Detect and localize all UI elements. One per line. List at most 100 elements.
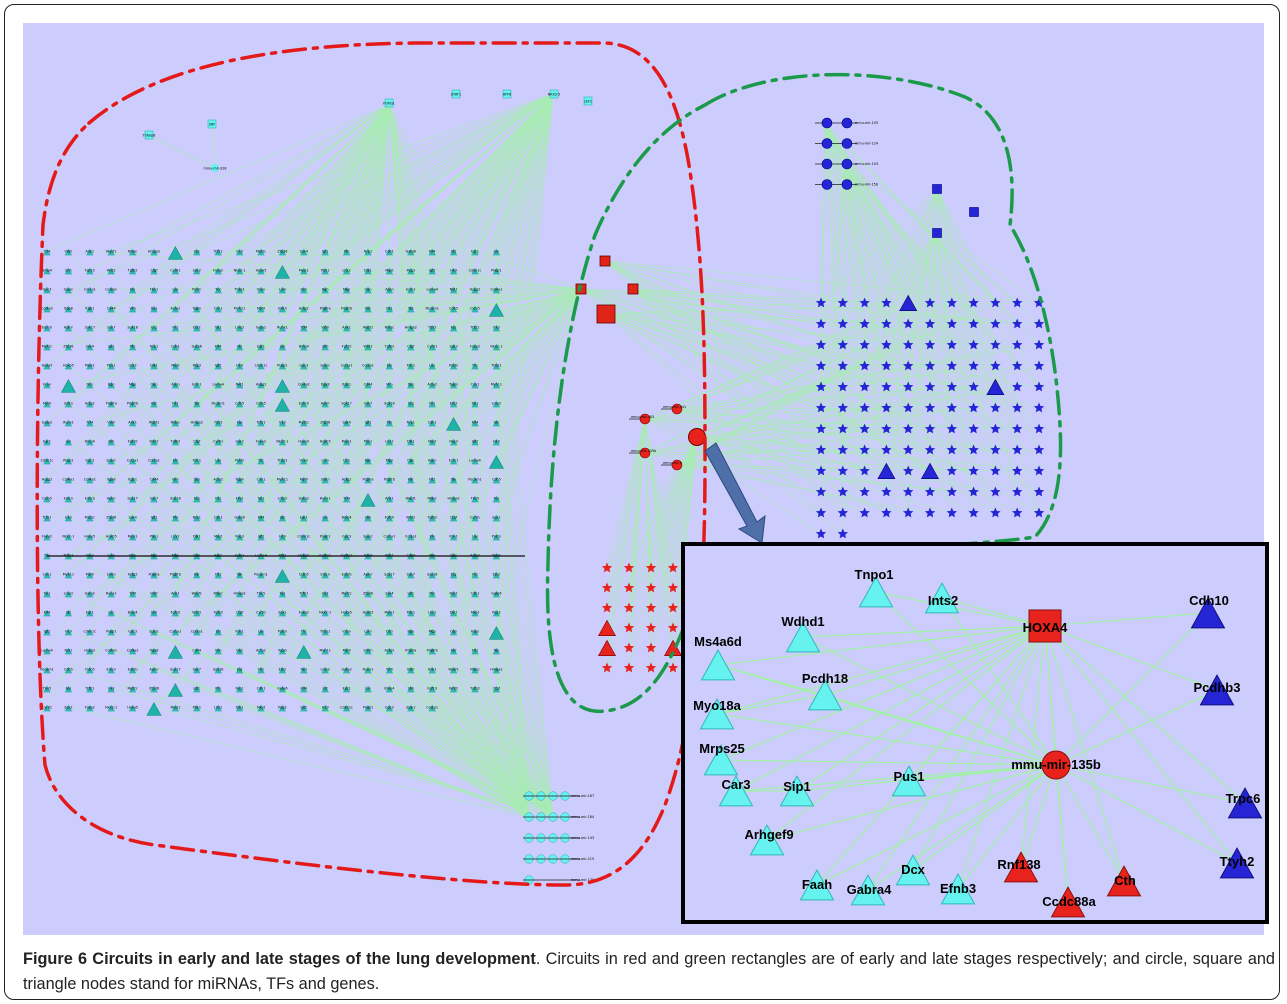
gene-node	[859, 507, 870, 518]
gene-node	[364, 286, 372, 294]
gene-node	[171, 267, 180, 275]
gene-node	[968, 465, 979, 476]
gene-node	[385, 248, 394, 256]
top-node-label: LEF1	[584, 100, 592, 104]
gene-node	[946, 360, 957, 371]
gene-node	[492, 419, 501, 427]
gene-node	[428, 685, 436, 693]
gene-node-label: Meis1	[384, 611, 394, 615]
gene-node-label: Gpc3	[299, 364, 308, 368]
gene-node-label: Tcf21	[256, 421, 266, 425]
gene-node-label: Igf2	[215, 364, 222, 368]
gene-node-label: Foxa2	[42, 535, 52, 539]
gene-node	[43, 419, 51, 427]
caption-title: Figure 6 Circuits in early and late stag…	[23, 950, 536, 968]
gene-node	[407, 609, 415, 617]
gene-node	[193, 286, 201, 294]
gene-node	[471, 666, 479, 674]
gene-node	[193, 248, 201, 256]
gene-node	[449, 324, 458, 332]
gene-node	[924, 360, 936, 371]
gene-node	[43, 628, 51, 636]
gene-node-label: Myh11	[277, 478, 288, 482]
gene-node-label: Tek	[450, 478, 457, 482]
gene-node-label: Cdkn1c	[41, 459, 54, 463]
gene-node-label: Jun	[322, 516, 328, 520]
tf-node	[599, 255, 611, 267]
gene-node-label: Thbs1	[319, 630, 330, 634]
gene-node	[171, 704, 180, 712]
gene-node-label: Klf4	[472, 421, 479, 425]
gene-node	[235, 248, 244, 256]
gene-node-label: Hoxa5	[84, 535, 95, 539]
gene-node	[492, 666, 501, 674]
gene-node	[43, 685, 51, 693]
gene-node	[946, 486, 957, 497]
gene-node-label: H19	[236, 364, 243, 368]
inset-edge	[716, 713, 1057, 766]
gene-node	[150, 590, 158, 598]
gene-node	[193, 476, 201, 484]
gene-node-label: Cyr61	[470, 516, 480, 520]
gene-node	[471, 438, 479, 446]
node-label-hoxa4: HOXA4	[1023, 620, 1069, 635]
gene-node-label: Lmo2	[492, 402, 501, 406]
mirna-node	[841, 117, 853, 129]
gene-node	[407, 438, 415, 446]
gene-node	[300, 495, 308, 503]
gene-node-label: Sox2	[449, 345, 457, 349]
gene-node	[449, 438, 458, 446]
gene-node	[385, 590, 394, 598]
gene-node	[321, 609, 329, 617]
tf-node	[932, 228, 942, 238]
gene-node-label: Igf2	[429, 269, 436, 273]
gene-node-label: Actg2	[128, 573, 138, 577]
gene-node	[64, 305, 73, 313]
node-arhgef9-triangle	[749, 824, 785, 856]
gene-node	[300, 419, 308, 427]
gene-node-label: Itga8	[107, 478, 116, 482]
gene-node	[128, 362, 137, 370]
gene-node	[990, 318, 1001, 329]
gene-node	[86, 438, 94, 446]
gene-node-label: Col4a2	[127, 649, 139, 653]
gene-node	[64, 628, 73, 636]
gene-node	[990, 339, 1001, 350]
gene-node	[300, 324, 308, 332]
gene-node	[86, 400, 94, 408]
gene-node	[1012, 402, 1023, 413]
gene-node	[449, 590, 458, 598]
gene-node	[86, 514, 94, 522]
gene-node-label: Igf1	[365, 421, 372, 425]
gene-node-label: Vim	[215, 649, 222, 653]
gene-node-label: Myl9	[257, 307, 265, 311]
mirna-node	[841, 158, 853, 170]
gene-node-label: Lhx2	[171, 535, 179, 539]
gene-node-label: Tgfb2	[469, 687, 480, 691]
gene-node-label: Lmo2	[278, 497, 287, 501]
gene-node	[321, 704, 329, 712]
gene-node	[300, 343, 308, 351]
gene-node-label: Vim	[129, 307, 136, 311]
gene-node-label: Myl9	[43, 402, 51, 406]
mirna-node	[671, 459, 683, 471]
gene-node	[492, 438, 501, 446]
gene-node-label: Lama4	[469, 459, 481, 463]
gene-node-label: Dcn	[386, 630, 393, 634]
gene-node-label: Sox18	[384, 402, 394, 406]
gene-node	[171, 514, 180, 522]
gene-node	[86, 571, 94, 579]
gene-node	[107, 305, 115, 313]
gene-node	[43, 533, 51, 541]
gene-node	[107, 590, 115, 598]
gene-node-label: Meis1	[170, 706, 180, 710]
gene-node	[171, 609, 180, 617]
gene-node-label: Vldlr	[407, 668, 415, 672]
gene-node-label: Ank1	[128, 421, 137, 425]
gene-node-label: Cldn5	[256, 402, 266, 406]
gene-node	[43, 248, 51, 256]
gene-node	[990, 465, 1001, 476]
gene-node	[171, 324, 180, 332]
gene-node	[321, 647, 329, 655]
gene-node-label: Lum	[364, 630, 372, 634]
